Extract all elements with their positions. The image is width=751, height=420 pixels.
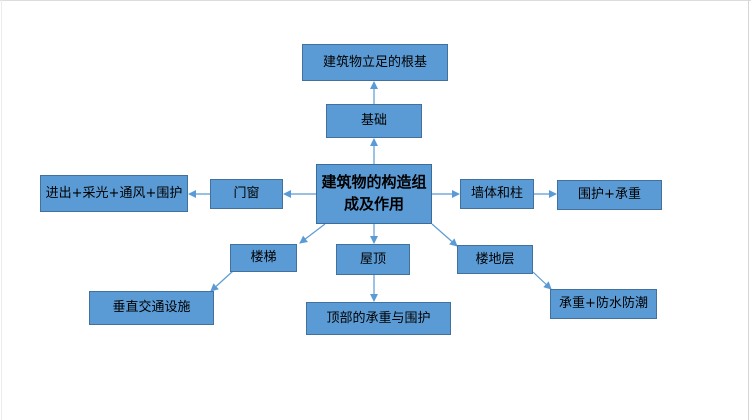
node-stairs-role: 垂直交通设施	[89, 291, 214, 325]
node-center: 建筑物的构造组成及作用	[316, 164, 432, 224]
node-walls-columns-role: 围护+承重	[557, 180, 662, 210]
canvas-right-border	[748, 0, 749, 420]
node-foundation: 基础	[326, 104, 422, 138]
node-floors-role: 承重+防水防潮	[550, 289, 657, 319]
node-doors-windows: 门窗	[210, 179, 283, 209]
node-roof: 屋顶	[336, 244, 410, 275]
arrow-floors-to-role	[532, 271, 552, 290]
node-foundation-role: 建筑物立足的根基	[302, 44, 448, 81]
node-doors-windows-role: 进出+采光+通风+围护	[40, 175, 188, 212]
canvas-top-border	[0, 0, 751, 1]
arrow-center-to-floors	[431, 223, 458, 247]
arrow-stairs-to-role	[210, 270, 234, 292]
canvas-left-border	[1, 0, 2, 420]
node-stairs: 楼梯	[230, 244, 297, 272]
arrow-center-to-stairs	[299, 223, 326, 244]
node-floors: 楼地层	[457, 245, 533, 274]
node-walls-columns: 墙体和柱	[460, 179, 534, 209]
node-roof-role: 顶部的承重与围护	[306, 302, 451, 335]
